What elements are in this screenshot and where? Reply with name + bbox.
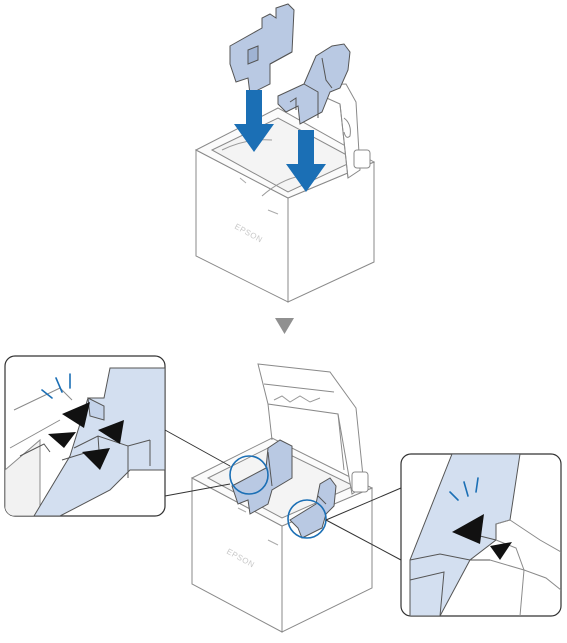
alignment-mark-right-1 [452, 514, 484, 544]
partition-left-installed [231, 439, 293, 515]
insert-arrow-left [234, 90, 274, 152]
leader-line-right [325, 487, 402, 561]
callout-right [400, 453, 562, 617]
printer-top-hinge [353, 149, 371, 169]
partition-right-installed [289, 477, 337, 539]
leader-line-left [164, 429, 231, 497]
alignment-mark-left-4 [82, 448, 110, 470]
step-indicator-triangle [275, 318, 294, 334]
partition-left-top [229, 3, 295, 95]
printer-bottom-hinge [351, 471, 369, 493]
alignment-mark-right-2 [490, 542, 512, 560]
callout-left [4, 355, 166, 517]
printer-top [194, 83, 376, 303]
alignment-mark-left-2 [48, 432, 76, 448]
snap-indicator-left [41, 373, 71, 399]
insertion-arrows [234, 90, 326, 192]
printer-bottom [190, 363, 374, 633]
focus-circle-right [287, 499, 327, 539]
insert-arrow-right [286, 130, 326, 192]
alignment-mark-left-1 [62, 402, 90, 428]
snap-indicator-right [449, 477, 479, 501]
alignment-mark-left-3 [98, 420, 124, 444]
partition-right-top [277, 43, 351, 125]
focus-circle-left [229, 455, 269, 495]
